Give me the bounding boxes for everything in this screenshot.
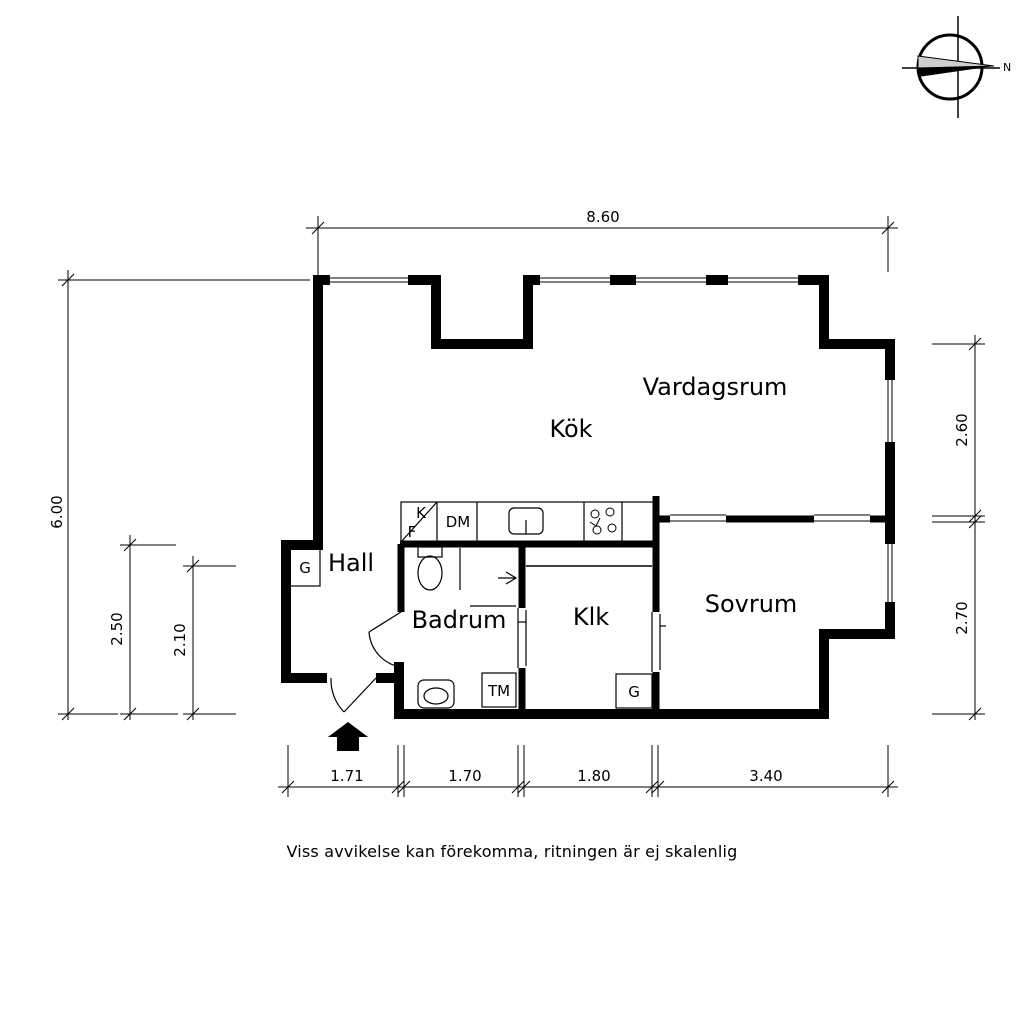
- compass-icon: N: [902, 16, 1011, 118]
- washbasin-icon: [417, 679, 455, 709]
- room-label-hall: Hall: [328, 549, 374, 577]
- toilet-icon: [417, 546, 443, 591]
- sink-icon: [508, 507, 544, 535]
- fixture-f-label: F: [408, 523, 417, 541]
- doors: [330, 608, 666, 713]
- dim-bottom-1-80: 1.80: [577, 767, 610, 785]
- dim-total-height: 6.00: [48, 495, 66, 528]
- hall-wardrobe: [289, 547, 321, 587]
- room-label-badrum: Badrum: [412, 606, 507, 634]
- dim-total-width: 8.60: [586, 208, 619, 226]
- dim-left-2-50: 2.50: [108, 612, 126, 645]
- dim-right-2-70: 2.70: [953, 601, 971, 634]
- fixture-g-klk-label: G: [628, 683, 640, 701]
- dim-right-2-60: 2.60: [953, 413, 971, 446]
- entrance-arrow-icon: [328, 722, 368, 751]
- dim-bottom-1-71: 1.71: [330, 767, 363, 785]
- fixture-g-hall-label: G: [299, 559, 311, 577]
- klk-wardrobe: [615, 673, 653, 709]
- room-label-klk: Klk: [573, 603, 609, 631]
- fixture-k-label: K: [416, 504, 427, 522]
- dimension-lines: [58, 216, 985, 797]
- interior-walls: [397, 496, 890, 714]
- shower-icon: [459, 548, 518, 607]
- disclaimer-text: Viss avvikelse kan förekomma, ritningen …: [286, 842, 738, 861]
- tm-box: [481, 672, 517, 708]
- exterior-walls: [281, 275, 895, 719]
- windows: [330, 275, 895, 602]
- stove-icon: [589, 507, 617, 535]
- room-label-sovrum: Sovrum: [705, 590, 798, 618]
- room-label-vardagsrum: Vardagsrum: [643, 373, 788, 401]
- fixture-dm-label: DM: [446, 513, 471, 531]
- kitchen-counter: [400, 501, 655, 543]
- dim-bottom-1-70: 1.70: [448, 767, 481, 785]
- compass-north-label: N: [1003, 61, 1011, 74]
- dim-left-2-10: 2.10: [171, 623, 189, 656]
- dim-bottom-3-40: 3.40: [749, 767, 782, 785]
- fixture-tm-label: TM: [487, 682, 510, 700]
- room-label-kok: Kök: [549, 415, 592, 443]
